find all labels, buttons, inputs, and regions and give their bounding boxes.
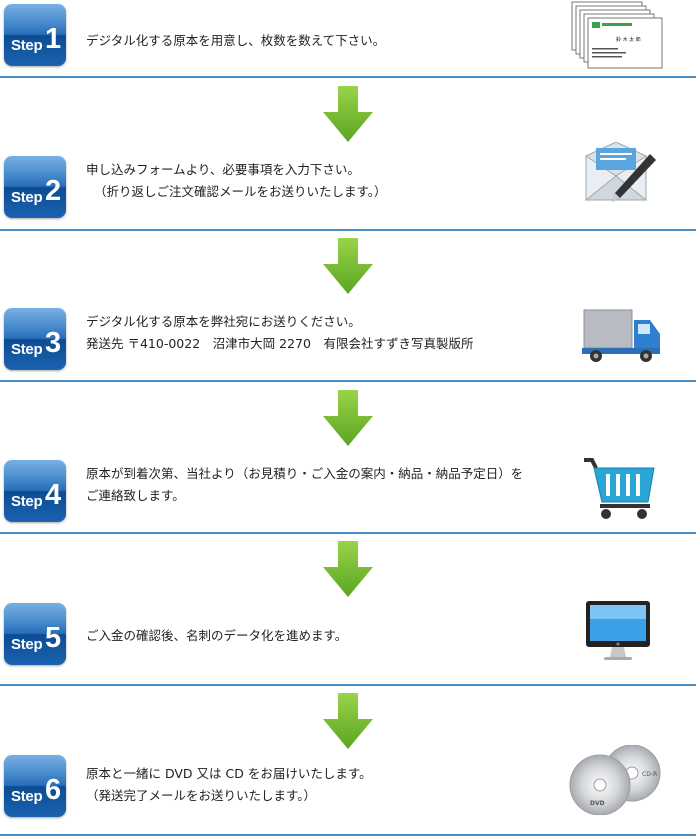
- arrow-down-icon: [323, 86, 373, 142]
- step-text: 申し込みフォームより、必要事項を入力下さい。 （折り返しご注文確認メールをお送り…: [86, 159, 387, 203]
- step-4: Step 4 原本が到着次第、当社より（お見積り・ご入金の案内・納品・納品予定日…: [0, 458, 696, 536]
- monitor-icon: [586, 601, 650, 660]
- divider: [0, 380, 696, 382]
- truck-icon: [582, 309, 660, 362]
- arrow-down-icon: [323, 238, 373, 294]
- step-label: Step: [11, 189, 43, 206]
- step-label: Step: [11, 37, 43, 54]
- divider: [0, 834, 696, 836]
- step-3: Step 3 デジタル化する原本を弊社宛にお送りください。 発送先 〒410-0…: [0, 308, 696, 384]
- divider: [0, 229, 696, 231]
- step-line: （発送完了メールをお送りいたします。）: [86, 788, 317, 803]
- step-number: 2: [45, 175, 62, 207]
- step-text: デジタル化する原本を用意し、枚数を数えて下さい。: [86, 30, 385, 52]
- cd-label: CD-R: [642, 771, 657, 778]
- step-label: Step: [11, 788, 43, 805]
- dvd-label: DVD: [590, 800, 605, 807]
- step-label: Step: [11, 636, 43, 653]
- step-badge: Step 1: [4, 4, 66, 66]
- step-label: Step: [11, 341, 43, 358]
- divider: [0, 684, 696, 686]
- step-badge: Step 2: [4, 156, 66, 218]
- step-number: 5: [45, 622, 62, 654]
- step-6: Step 6 原本と一緒に DVD 又は CD をお届けいたします。 （発送完了…: [0, 745, 696, 831]
- step-badge: Step 5: [4, 603, 66, 665]
- divider: [0, 76, 696, 78]
- card-name: 鈴 木 太 郎: [616, 36, 641, 43]
- step-5: Step 5 ご入金の確認後、名刺のデータ化を進めます。: [0, 601, 696, 679]
- step-line: 原本が到着次第、当社より（お見積り・ご入金の案内・納品・納品予定日）を: [86, 466, 524, 481]
- step-number: 1: [45, 23, 62, 55]
- step-number: 6: [45, 774, 62, 806]
- step-2: Step 2 申し込みフォームより、必要事項を入力下さい。 （折り返しご注文確認…: [0, 142, 696, 232]
- step-line: デジタル化する原本を用意し、枚数を数えて下さい。: [86, 33, 386, 48]
- arrow-down-icon: [323, 693, 373, 749]
- step-1: Step 1 デジタル化する原本を用意し、枚数を数えて下さい。 鈴 木 太 郎: [0, 1, 696, 80]
- step-line: 発送先 〒410-0022 沼津市大岡 2270 有限会社すずき写真製版所: [86, 336, 474, 351]
- step-text: 原本が到着次第、当社より（お見積り・ご入金の案内・納品・納品予定日）を ご連絡致…: [86, 463, 523, 507]
- step-line: 申し込みフォームより、必要事項を入力下さい。: [86, 162, 360, 177]
- disc-icon: CD-R DVD: [569, 745, 661, 815]
- step-number: 3: [45, 327, 62, 359]
- divider: [0, 532, 696, 534]
- arrow-down-icon: [323, 541, 373, 597]
- mail-icon: [584, 142, 656, 202]
- step-label: Step: [11, 493, 43, 510]
- step-badge: Step 3: [4, 308, 66, 370]
- business-cards-icon: 鈴 木 太 郎: [571, 1, 663, 69]
- arrow-down-icon: [323, 390, 373, 446]
- cart-icon: [584, 458, 655, 519]
- step-number: 4: [45, 479, 62, 511]
- step-text: ご入金の確認後、名刺のデータ化を進めます。: [86, 625, 347, 647]
- step-text: 原本と一緒に DVD 又は CD をお届けいたします。 （発送完了メールをお送り…: [86, 763, 372, 807]
- step-line: （折り返しご注文確認メールをお送りいたします。）: [94, 184, 387, 199]
- step-line: ご連絡致します。: [86, 488, 185, 503]
- step-line: 原本と一緒に DVD 又は CD をお届けいたします。: [86, 766, 372, 781]
- step-text: デジタル化する原本を弊社宛にお送りください。 発送先 〒410-0022 沼津市…: [86, 311, 473, 355]
- step-line: デジタル化する原本を弊社宛にお送りください。: [86, 314, 361, 329]
- step-badge: Step 6: [4, 755, 66, 817]
- step-line: ご入金の確認後、名刺のデータ化を進めます。: [86, 628, 348, 643]
- step-badge: Step 4: [4, 460, 66, 522]
